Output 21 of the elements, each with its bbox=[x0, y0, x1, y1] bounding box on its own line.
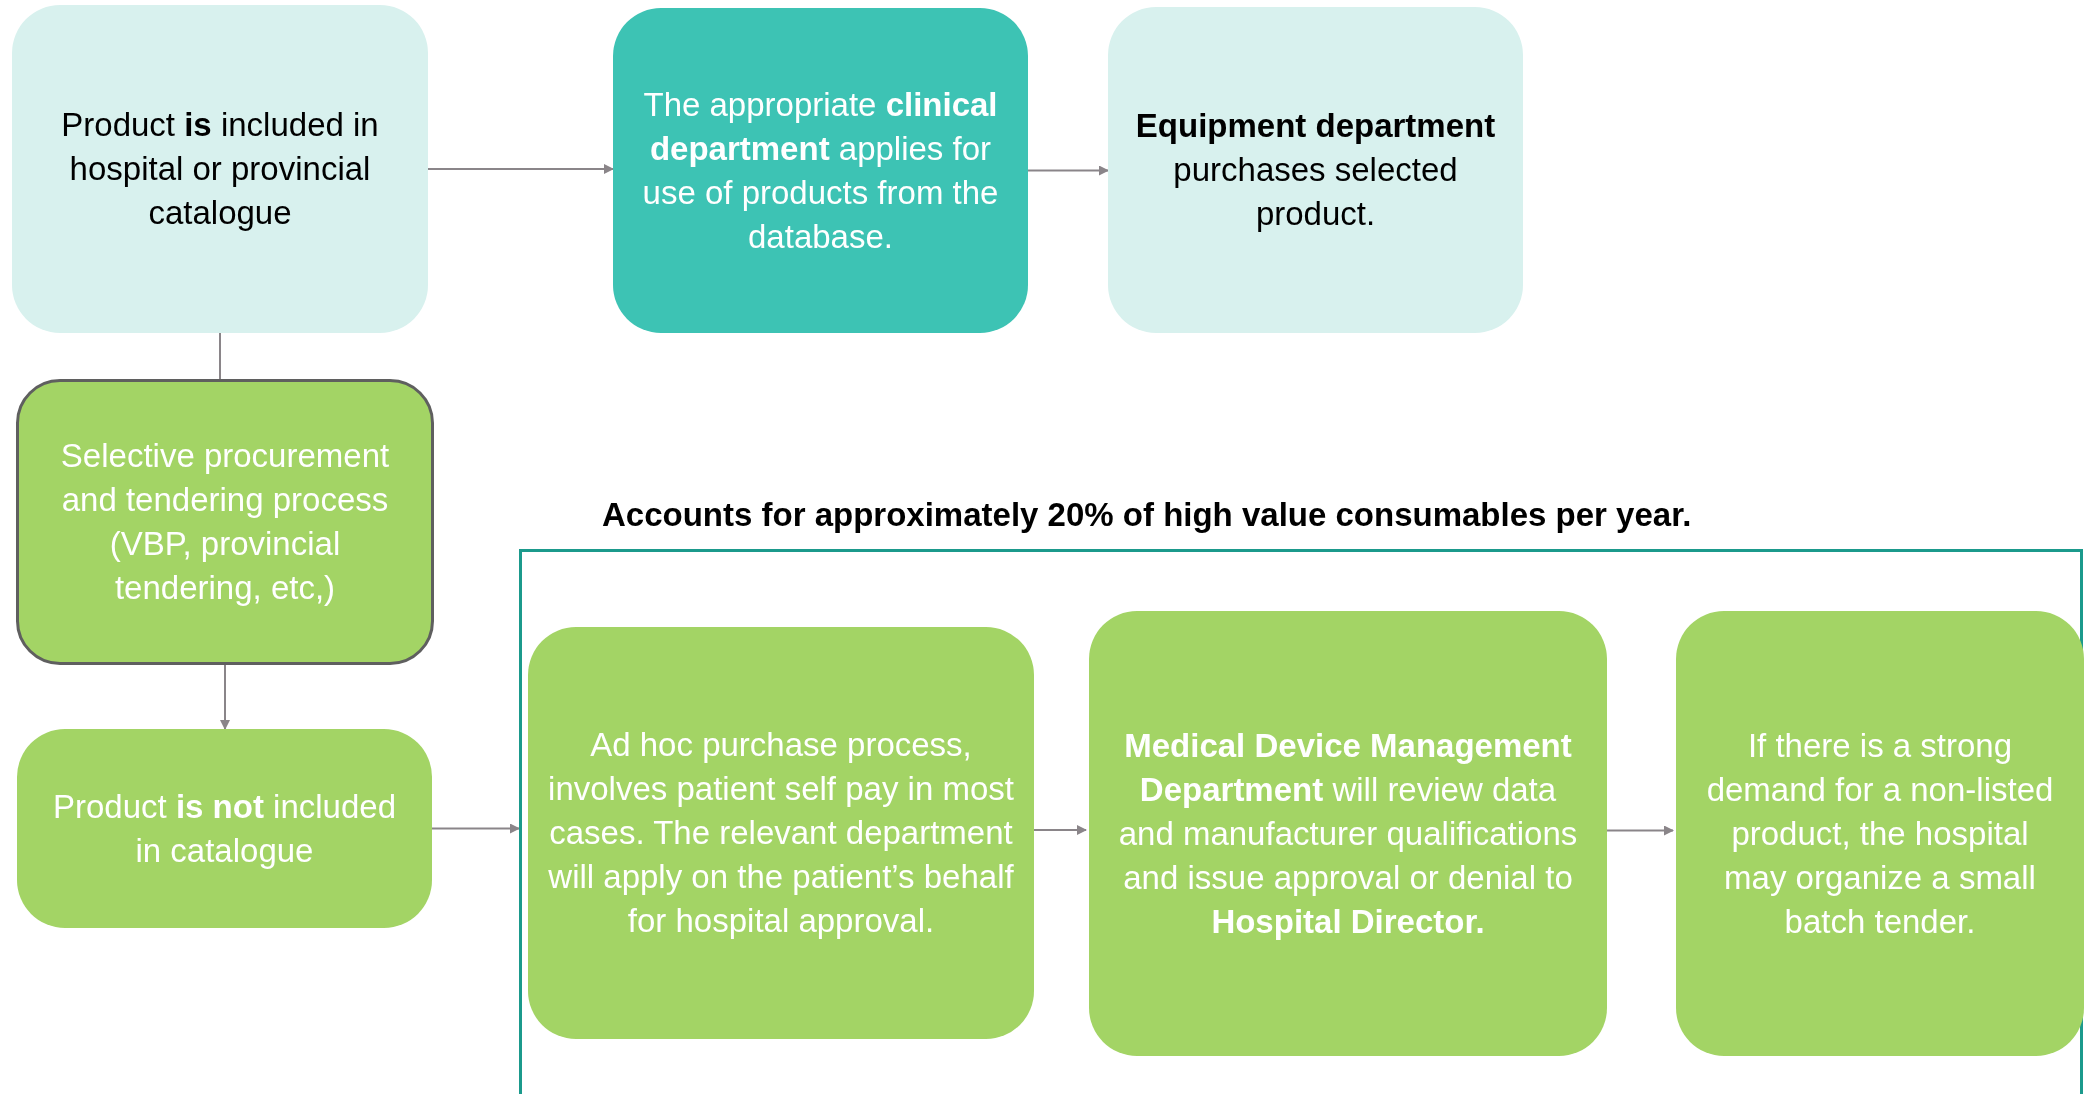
arrow bbox=[1027, 165, 1109, 176]
process-box bbox=[1676, 611, 2084, 1056]
arrow bbox=[220, 664, 230, 730]
frame-heading: Accounts for approximately 20% of high value consumables per year. bbox=[602, 495, 1692, 535]
process-box bbox=[12, 5, 428, 333]
process-box bbox=[16, 379, 434, 665]
box-text: Product is included in hospital or provincial catalogue bbox=[60, 105, 380, 233]
arrow bbox=[431, 823, 520, 834]
process-box bbox=[17, 729, 432, 928]
box-text: The appropriate clinical department applies for use of products from the database. bbox=[641, 84, 1000, 257]
box-text: If there is a strong demand for a non-listed product, the hospital may organize a small batch tender. bbox=[1705, 725, 2055, 942]
box-text: Selective procurement and tendering process (VBP, provincial tendering, etc,) bbox=[59, 436, 391, 608]
box-text: Ad hoc purchase process, involves patient self pay in most cases. The relevant department will apply on the patient’s behalf for hospital approval. bbox=[548, 725, 1014, 941]
box-text: Equipment department purchases selected product. bbox=[1134, 106, 1497, 234]
process-box bbox=[613, 8, 1028, 333]
box-text: Product is not included in catalogue bbox=[52, 786, 397, 871]
process-box bbox=[1089, 611, 1607, 1056]
box-text: Medical Device Management Department will review data and manufacturer qualifications and issue approval or denial to Hospital Director. bbox=[1117, 725, 1579, 942]
process-box bbox=[1108, 7, 1523, 333]
arrow bbox=[427, 164, 614, 174]
process-box bbox=[528, 627, 1034, 1039]
